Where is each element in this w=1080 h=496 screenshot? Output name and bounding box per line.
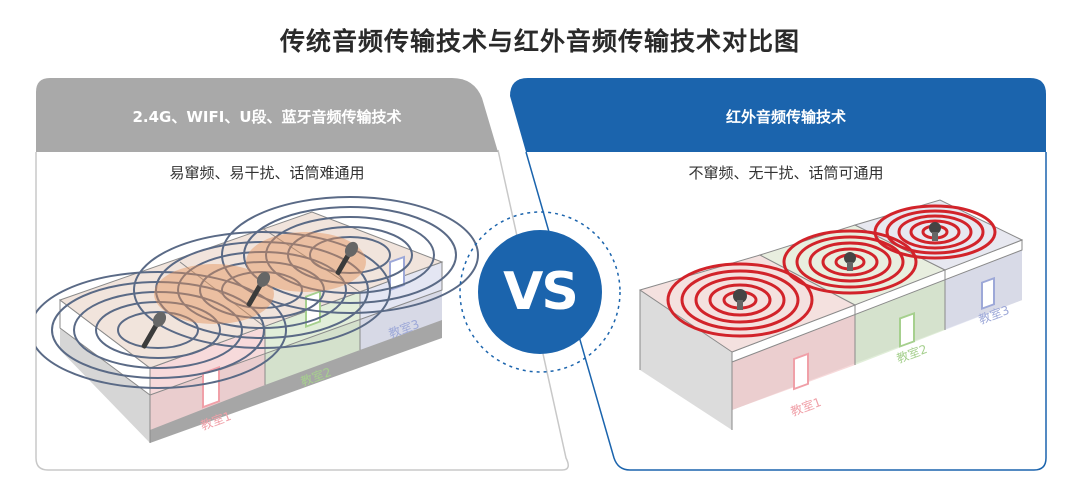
microphone-icon bbox=[141, 311, 167, 349]
left-panel bbox=[35, 78, 569, 471]
left-panel-header: 2.4G、WIFI、U段、蓝牙音频传输技术 bbox=[132, 108, 402, 126]
left-panel-subtitle: 易窜频、易干扰、话筒难通用 bbox=[169, 164, 365, 182]
right-building bbox=[638, 199, 1024, 430]
vs-label: VS bbox=[503, 262, 579, 322]
microphone-icon bbox=[246, 271, 271, 307]
left-microphones bbox=[141, 241, 359, 349]
left-panel-header-bg bbox=[36, 78, 498, 152]
right-panel bbox=[510, 78, 1047, 471]
vs-badge bbox=[459, 211, 621, 373]
left-panel-border bbox=[35, 149, 569, 471]
page-title: 传统音频传输技术与红外音频传输技术对比图 bbox=[279, 27, 800, 56]
right-microphones bbox=[733, 222, 941, 310]
microphone-icon bbox=[844, 252, 856, 271]
microphone-icon bbox=[733, 289, 747, 310]
right-panel-header-bg bbox=[510, 78, 1046, 152]
right-panel-subtitle: 不窜频、无干扰、话筒可通用 bbox=[688, 164, 884, 182]
interference-overlap-zones bbox=[154, 232, 366, 324]
microphone-icon bbox=[929, 222, 941, 241]
left-wave-rings bbox=[36, 196, 479, 389]
right-panel-header: 红外音频传输技术 bbox=[725, 108, 846, 126]
right-wave-rings bbox=[666, 204, 997, 338]
microphone-icon bbox=[335, 241, 359, 276]
right-panel-border bbox=[525, 151, 1047, 471]
